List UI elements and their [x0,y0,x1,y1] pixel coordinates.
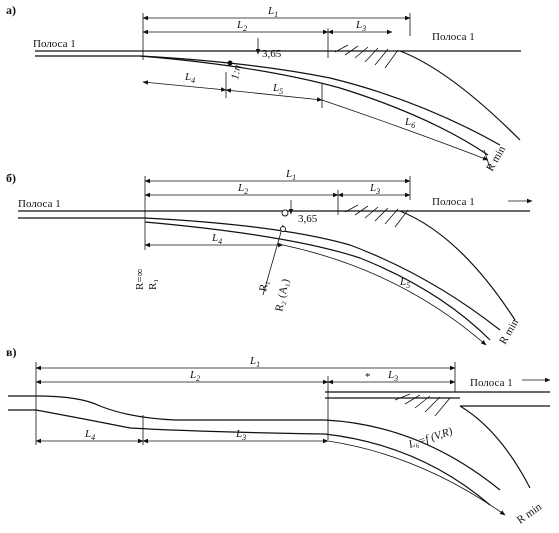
panel-c-l4-label: L4 [84,428,95,442]
panel-a-dim-l4 [142,80,227,92]
panel-b-ramp-inner-edge [144,221,491,341]
panel-b-lane-left-label: Полоса 1 [18,198,61,210]
panel-a-l5-label: L5 [272,82,283,96]
panel-a-letter: а) [6,3,16,17]
panel-a-point-marker [227,60,233,66]
panel-c-letter: в) [6,345,16,359]
panel-c-formula-label: L₆=f (V,R) [406,425,454,451]
panel-a-l1-label: L1 [267,5,278,19]
panel-b-l4-label: L4 [211,232,222,246]
panel-b-point-tangent [280,226,286,232]
panel-c-dim-l6 [327,440,506,516]
panel-a-dim-l6 [321,99,489,161]
panel-b-dim-l5 [282,244,487,346]
panel-c-ramp-inner-edge [8,409,491,506]
panel-c: в) Полоса 1 L1 L2 L3 * L4 L3 L₆=f (V,R) … [6,345,551,527]
panel-b-l3-label: L3 [369,182,380,196]
panel-c-rmin-label: R min [515,501,545,527]
panel-b-r2a1-label: R₂ (A₁) [273,277,292,312]
panel-b-lane-right-label: Полоса 1 [432,196,475,208]
panel-c-ramp-outer-edge [8,395,501,491]
panel-a-lane-right-label: Полоса 1 [432,31,475,43]
panel-b: б) Полоса 1 Полоса 1 L1 L2 L3 L4 L5 3,65… [6,168,533,347]
panel-b-point-open [281,209,289,217]
panel-c-gore-edge [459,405,531,489]
panel-a-ramp-inner-edge [139,55,489,156]
panel-a-l4-label: L4 [184,71,195,85]
panel-b-offset-label: 3,65 [298,213,318,225]
panel-c-gore-chevrons [394,393,451,417]
panel-a: а) Полоса 1 Полоса 1 L1 L2 L3 L4 L5 L6 3… [6,3,521,174]
panel-a-gore-chevrons [334,44,399,69]
panel-a-ext-6 [483,149,491,169]
panel-b-l2-label: L2 [237,182,248,196]
panel-c-l3b-label: L3 [235,428,246,442]
panel-a-l3-label: L3 [355,19,366,33]
panel-a-offset-label: 3,65 [262,48,282,60]
panel-a-dim-l5 [225,88,323,102]
panel-c-l1-label: L1 [249,355,260,369]
panel-a-taper-label: 1:n [229,64,243,81]
panel-b-gore-edge [399,210,516,321]
panel-b-r1-left-label: R₁ [147,279,159,290]
panel-b-l5-label: L5 [399,276,410,290]
panel-b-l1-label: L1 [285,168,296,182]
panel-b-r-infinity-label: R=∞ [134,268,146,290]
panel-a-l2-label: L2 [236,19,247,33]
panel-a-ramp-outer-edge [35,55,501,146]
panel-b-r1-label: R₁ [257,279,271,293]
panel-b-letter: б) [6,171,16,185]
panel-c-lane-right-label: Полоса 1 [470,377,513,389]
panel-a-rmin-label: R min [484,144,508,174]
panel-c-l2-label: L2 [189,369,200,383]
panel-b-rmin-label: R min [497,317,521,347]
panel-b-gore-chevrons [344,204,409,228]
panel-b-ramp-outer-edge [18,217,501,331]
panel-a-gore-edge [399,50,521,141]
panel-c-l3-label: L3 [387,369,398,383]
panel-c-mark: * [365,371,371,383]
panel-a-l6-label: L6 [404,116,415,130]
panel-b-radius-line [262,224,284,296]
panel-a-lane-left-label: Полоса 1 [33,38,76,50]
